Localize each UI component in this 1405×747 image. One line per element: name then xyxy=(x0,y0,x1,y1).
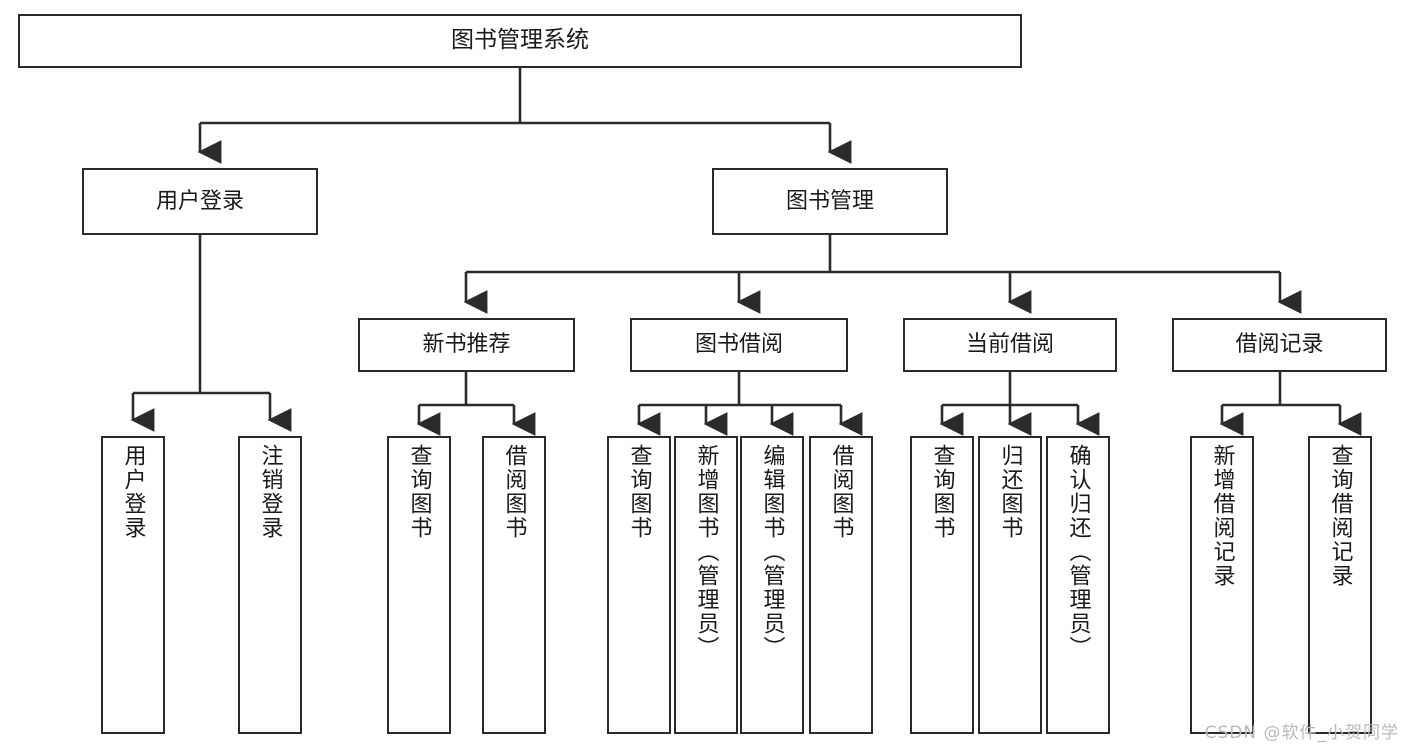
leaf-borrow-borrow-books[interactable]: 借阅图书 xyxy=(809,436,873,734)
node-label: 图书管理 xyxy=(785,188,874,214)
node-label: 查询图书 xyxy=(406,444,432,540)
leaf-record-query-borrow-record[interactable]: 查询借阅记录 xyxy=(1308,436,1372,734)
leaf-user-login[interactable]: 用户登录 xyxy=(101,436,165,734)
node-label: 新增图书（管理员） xyxy=(693,444,719,660)
node-label: 查询图书 xyxy=(626,444,652,540)
leaf-borrow-query-books[interactable]: 查询图书 xyxy=(607,436,671,734)
node-borrow-record[interactable]: 借阅记录 xyxy=(1172,318,1387,372)
leaf-borrow-add-book-admin[interactable]: 新增图书（管理员） xyxy=(674,436,738,734)
csdn-watermark: CSDN @软件_小贺同学 xyxy=(1204,723,1399,743)
leaf-newbook-borrow-books[interactable]: 借阅图书 xyxy=(482,436,546,734)
leaf-borrow-edit-book-admin[interactable]: 编辑图书（管理员） xyxy=(740,436,804,734)
node-label: 确认归还（管理员） xyxy=(1065,444,1091,660)
leaf-newbook-query-books[interactable]: 查询图书 xyxy=(387,436,451,734)
node-label: 归还图书 xyxy=(997,444,1023,540)
leaf-logout[interactable]: 注销登录 xyxy=(238,436,302,734)
node-book-borrow[interactable]: 图书借阅 xyxy=(630,318,848,372)
node-user-login[interactable]: 用户登录 xyxy=(82,168,318,235)
node-label: 借阅记录 xyxy=(1235,332,1324,358)
leaf-current-confirm-return-admin[interactable]: 确认归还（管理员） xyxy=(1046,436,1110,734)
leaf-current-query-books[interactable]: 查询图书 xyxy=(910,436,974,734)
node-current-borrow[interactable]: 当前借阅 xyxy=(903,318,1117,372)
node-label: 图书管理系统 xyxy=(451,27,589,54)
node-label: 用户登录 xyxy=(155,188,244,214)
node-label: 当前借阅 xyxy=(965,332,1054,358)
node-label: 新书推荐 xyxy=(422,332,511,358)
node-label: 新增借阅记录 xyxy=(1209,444,1235,588)
node-label: 编辑图书（管理员） xyxy=(759,444,785,660)
node-label: 借阅图书 xyxy=(828,444,854,540)
node-new-book-recommend[interactable]: 新书推荐 xyxy=(358,318,575,372)
node-book-management[interactable]: 图书管理 xyxy=(712,168,948,235)
node-label: 用户登录 xyxy=(120,444,146,540)
node-root-system[interactable]: 图书管理系统 xyxy=(18,14,1022,68)
node-label: 注销登录 xyxy=(257,444,283,540)
node-label: 查询借阅记录 xyxy=(1327,444,1353,588)
node-label: 借阅图书 xyxy=(501,444,527,540)
node-label: 查询图书 xyxy=(929,444,955,540)
leaf-record-add-borrow-record[interactable]: 新增借阅记录 xyxy=(1190,436,1254,734)
node-label: 图书借阅 xyxy=(694,332,783,358)
leaf-current-return-books[interactable]: 归还图书 xyxy=(978,436,1042,734)
